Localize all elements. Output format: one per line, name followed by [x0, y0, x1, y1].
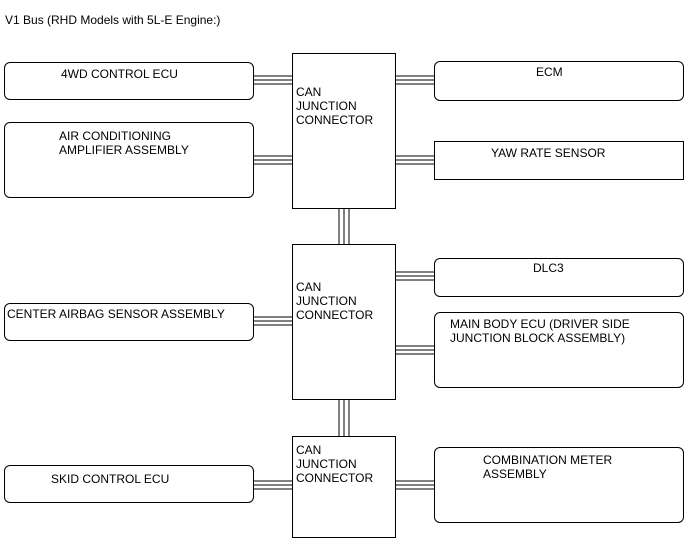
ecu-air-conditioning-amplifier: AIR CONDITIONING AMPLIFIER ASSEMBLY	[4, 122, 254, 198]
ecu-4wd-control: 4WD CONTROL ECU	[4, 62, 254, 100]
diagram-title: V1 Bus (RHD Models with 5L-E Engine:)	[5, 13, 221, 27]
ecu-label: DLC3	[533, 261, 564, 275]
ecu-label: YAW RATE SENSOR	[491, 146, 606, 160]
ecu-main-body: MAIN BODY ECU (DRIVER SIDE JUNCTION BLOC…	[434, 312, 684, 388]
junction-connector-label: CAN JUNCTION CONNECTOR	[296, 85, 374, 127]
junction-connector-label: CAN JUNCTION CONNECTOR	[296, 443, 374, 485]
can-junction-connector-1: CAN JUNCTION CONNECTOR	[292, 53, 396, 209]
junction-connector-label: CAN JUNCTION CONNECTOR	[296, 280, 374, 322]
ecu-dlc3: DLC3	[434, 258, 684, 297]
ecu-combination-meter: COMBINATION METER ASSEMBLY	[434, 447, 684, 523]
ecu-yaw-rate-sensor: YAW RATE SENSOR	[434, 141, 684, 180]
can-junction-connector-2: CAN JUNCTION CONNECTOR	[292, 244, 396, 400]
ecu-ecm: ECM	[434, 61, 684, 101]
ecu-label: ECM	[536, 65, 563, 79]
ecu-label: MAIN BODY ECU (DRIVER SIDE JUNCTION BLOC…	[450, 317, 630, 345]
ecu-label: AIR CONDITIONING AMPLIFIER ASSEMBLY	[59, 129, 189, 157]
ecu-label: COMBINATION METER ASSEMBLY	[483, 453, 613, 481]
ecu-center-airbag-sensor: CENTER AIRBAG SENSOR ASSEMBLY	[4, 303, 254, 341]
ecu-label: SKID CONTROL ECU	[51, 472, 170, 486]
ecu-label: CENTER AIRBAG SENSOR ASSEMBLY	[7, 307, 225, 321]
ecu-skid-control: SKID CONTROL ECU	[4, 465, 254, 503]
can-junction-connector-3: CAN JUNCTION CONNECTOR	[292, 436, 396, 538]
ecu-label: 4WD CONTROL ECU	[61, 67, 178, 81]
